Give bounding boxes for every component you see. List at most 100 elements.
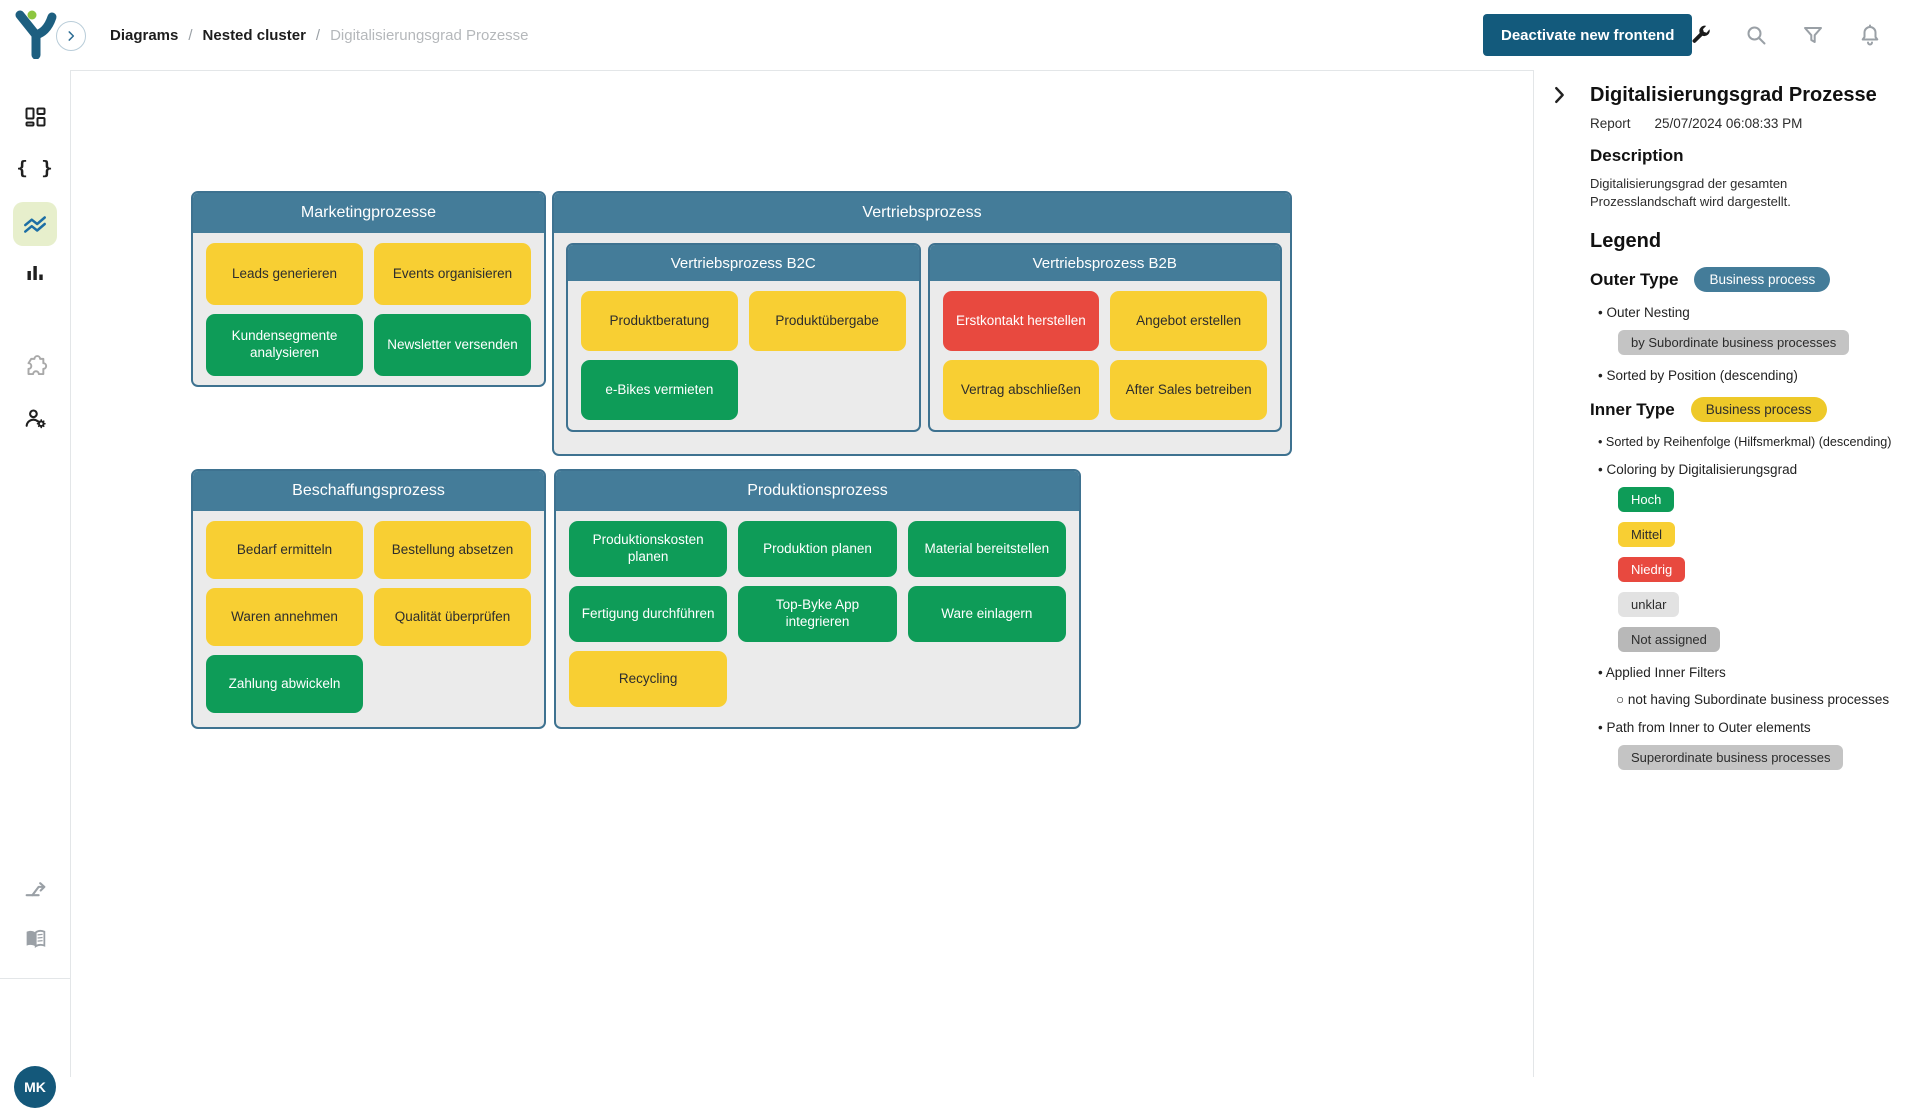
legend-badge-hoch: Hoch	[1618, 487, 1674, 512]
process-node[interactable]: Material bereitstellen	[908, 521, 1066, 577]
sidebar-item-code[interactable]: { }	[13, 146, 57, 190]
process-node[interactable]: Angebot erstellen	[1110, 291, 1267, 351]
outer-type-badge: Business process	[1694, 267, 1830, 292]
inner-type-badge: Business process	[1691, 397, 1827, 422]
bar-chart-icon	[23, 261, 47, 285]
process-node[interactable]: Zahlung abwickeln	[206, 655, 363, 713]
report-label: Report	[1590, 116, 1631, 131]
process-node[interactable]: Events organisieren	[374, 243, 531, 305]
sidebar-expand-button[interactable]	[56, 21, 86, 51]
report-timestamp: 25/07/2024 06:08:33 PM	[1655, 116, 1803, 131]
cluster-body: Produktberatung Produktübergabe e-Bikes …	[568, 281, 919, 430]
process-node[interactable]: Recycling	[569, 651, 727, 707]
sidebar-divider-line	[70, 0, 71, 1077]
cluster-title: Beschaffungsprozess	[193, 471, 544, 511]
search-icon[interactable]	[1744, 23, 1768, 47]
cluster-beschaffungsprozess[interactable]: Beschaffungsprozess Bedarf ermitteln Bes…	[191, 469, 546, 729]
process-node[interactable]: Produktion planen	[738, 521, 896, 577]
breadcrumb-diagrams[interactable]: Diagrams	[110, 27, 178, 44]
outer-nesting-value-badge: by Subordinate business processes	[1618, 330, 1849, 355]
cluster-vertriebsprozess[interactable]: Vertriebsprozess Vertriebsprozess B2C Pr…	[552, 191, 1292, 456]
legend-heading: Legend	[1590, 230, 1907, 253]
cluster-body: Produktionskosten planen Produktion plan…	[556, 511, 1079, 717]
description-heading: Description	[1590, 146, 1907, 166]
cluster-produktionsprozess[interactable]: Produktionsprozess Produktionskosten pla…	[554, 469, 1081, 729]
process-node[interactable]: Bestellung absetzen	[374, 521, 531, 579]
puzzle-icon	[22, 354, 48, 380]
path-value-badge: Superordinate business processes	[1618, 745, 1843, 770]
process-node[interactable]: Erstkontakt herstellen	[943, 291, 1100, 351]
process-node[interactable]: Waren annehmen	[206, 588, 363, 646]
legend-badge-niedrig: Niedrig	[1618, 557, 1685, 582]
description-text: Digitalisierungsgrad der gesamten Prozes…	[1590, 175, 1826, 210]
cluster-title: Produktionsprozess	[556, 471, 1079, 511]
details-panel: Digitalisierungsgrad Prozesse Report 25/…	[1534, 70, 1917, 1077]
cluster-title: Vertriebsprozess B2C	[568, 245, 919, 281]
sidebar-item-reports[interactable]	[13, 251, 57, 295]
applied-filters-sub-bullet: not having Subordinate business processe…	[1616, 692, 1907, 707]
coloring-bullet: Coloring by Digitalisierungsgrad	[1590, 462, 1907, 477]
process-node[interactable]: Produktberatung	[581, 291, 738, 351]
cluster-vertriebsprozess-b2c[interactable]: Vertriebsprozess B2C Produktberatung Pro…	[566, 243, 921, 432]
process-node[interactable]: Fertigung durchführen	[569, 586, 727, 642]
sidebar-item-diagrams-active[interactable]	[13, 202, 57, 246]
breadcrumb-nested-cluster[interactable]: Nested cluster	[203, 27, 306, 44]
cluster-title: Vertriebsprozess B2B	[930, 245, 1281, 281]
inner-type-label: Inner Type	[1590, 400, 1675, 420]
deactivate-new-frontend-button[interactable]: Deactivate new frontend	[1483, 14, 1692, 56]
breadcrumb-current-page: Digitalisierungsgrad Prozesse	[330, 27, 528, 44]
inner-sorted-bullet: Sorted by Reihenfolge (Hilfsmerkmal) (de…	[1590, 435, 1907, 449]
breadcrumb: Diagrams / Nested cluster / Digitalisier…	[110, 0, 529, 70]
process-node[interactable]: Vertrag abschließen	[943, 360, 1100, 420]
book-icon	[23, 926, 48, 951]
process-node[interactable]: Produktübergabe	[749, 291, 906, 351]
legend-badge-not-assigned: Not assigned	[1618, 627, 1720, 652]
process-node[interactable]: Leads generieren	[206, 243, 363, 305]
dashboard-icon	[23, 105, 47, 129]
branch-icon	[23, 878, 48, 903]
process-node[interactable]: Ware einlagern	[908, 586, 1066, 642]
process-node[interactable]: Bedarf ermitteln	[206, 521, 363, 579]
sidebar-item-documentation[interactable]	[13, 916, 57, 960]
sidebar-item-plugins[interactable]	[13, 345, 57, 389]
topbar: Diagrams / Nested cluster / Digitalisier…	[0, 0, 1917, 70]
user-settings-icon	[23, 406, 48, 431]
process-node[interactable]: Top-Byke App integrieren	[738, 586, 896, 642]
cluster-vertriebsprozess-b2b[interactable]: Vertriebsprozess B2B Erstkontakt herstel…	[928, 243, 1283, 432]
sidebar-item-releases[interactable]	[13, 868, 57, 912]
cluster-title: Vertriebsprozess	[554, 193, 1290, 233]
filter-icon[interactable]	[1801, 23, 1825, 47]
outer-type-row: Outer Type Business process	[1590, 267, 1907, 292]
report-row: Report 25/07/2024 06:08:33 PM	[1590, 116, 1907, 131]
sidebar-item-dashboard[interactable]	[13, 95, 57, 139]
bell-icon[interactable]	[1858, 23, 1882, 47]
sidebar-item-user-settings[interactable]	[13, 396, 57, 440]
cluster-body: Vertriebsprozess B2C Produktberatung Pro…	[554, 233, 1290, 444]
cluster-body: Bedarf ermitteln Bestellung absetzen War…	[193, 511, 544, 723]
cluster-body: Erstkontakt herstellen Angebot erstellen…	[930, 281, 1281, 430]
panel-collapse-chevron-icon[interactable]	[1548, 84, 1570, 106]
legend-badge-mittel: Mittel	[1618, 522, 1675, 547]
user-avatar[interactable]: MK	[14, 1066, 56, 1108]
process-node[interactable]: Qualität überprüfen	[374, 588, 531, 646]
outer-type-label: Outer Type	[1590, 270, 1678, 290]
process-node[interactable]: Kundensegmente analysieren	[206, 314, 363, 376]
cluster-marketingprozesse[interactable]: Marketingprozesse Leads generieren Event…	[191, 191, 546, 387]
legend-badge-unklar: unklar	[1618, 592, 1679, 617]
topbar-divider-line	[70, 70, 1533, 71]
process-node[interactable]: Produktionskosten planen	[569, 521, 727, 577]
process-node[interactable]: e-Bikes vermieten	[581, 360, 738, 420]
cluster-title: Marketingprozesse	[193, 193, 544, 233]
wrench-icon[interactable]	[1688, 23, 1712, 47]
process-node[interactable]: Newsletter versenden	[374, 314, 531, 376]
outer-nesting-bullet: Outer Nesting	[1590, 305, 1907, 320]
sidebar-bottom-divider	[0, 978, 70, 979]
diagram-trend-icon	[22, 211, 48, 237]
inner-type-row: Inner Type Business process	[1590, 397, 1907, 422]
breadcrumb-separator: /	[316, 27, 320, 44]
app-logo[interactable]	[14, 9, 58, 59]
chevron-right-icon	[64, 29, 78, 43]
sidebar: { }	[0, 70, 70, 1077]
outer-sorted-bullet: Sorted by Position (descending)	[1590, 368, 1907, 383]
process-node[interactable]: After Sales betreiben	[1110, 360, 1267, 420]
